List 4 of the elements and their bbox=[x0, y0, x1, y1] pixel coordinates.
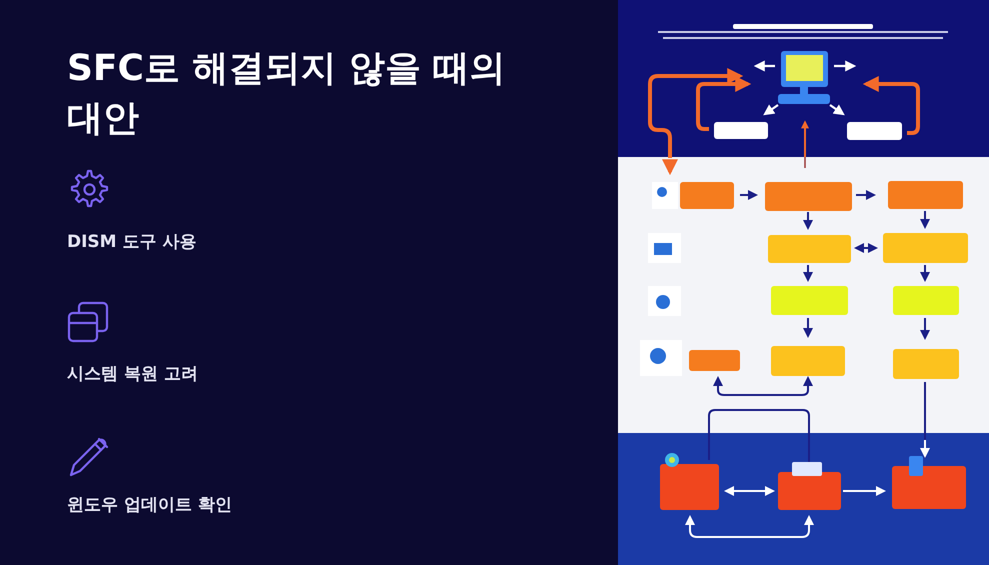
item-label: 시스템 복원 고려 bbox=[67, 363, 198, 385]
item-label: DISM 도구 사용 bbox=[67, 231, 196, 253]
slide-title: SFC로 해결되지 않을 때의 대안 bbox=[67, 47, 507, 141]
item-label: 윈도우 업데이트 확인 bbox=[67, 494, 232, 516]
